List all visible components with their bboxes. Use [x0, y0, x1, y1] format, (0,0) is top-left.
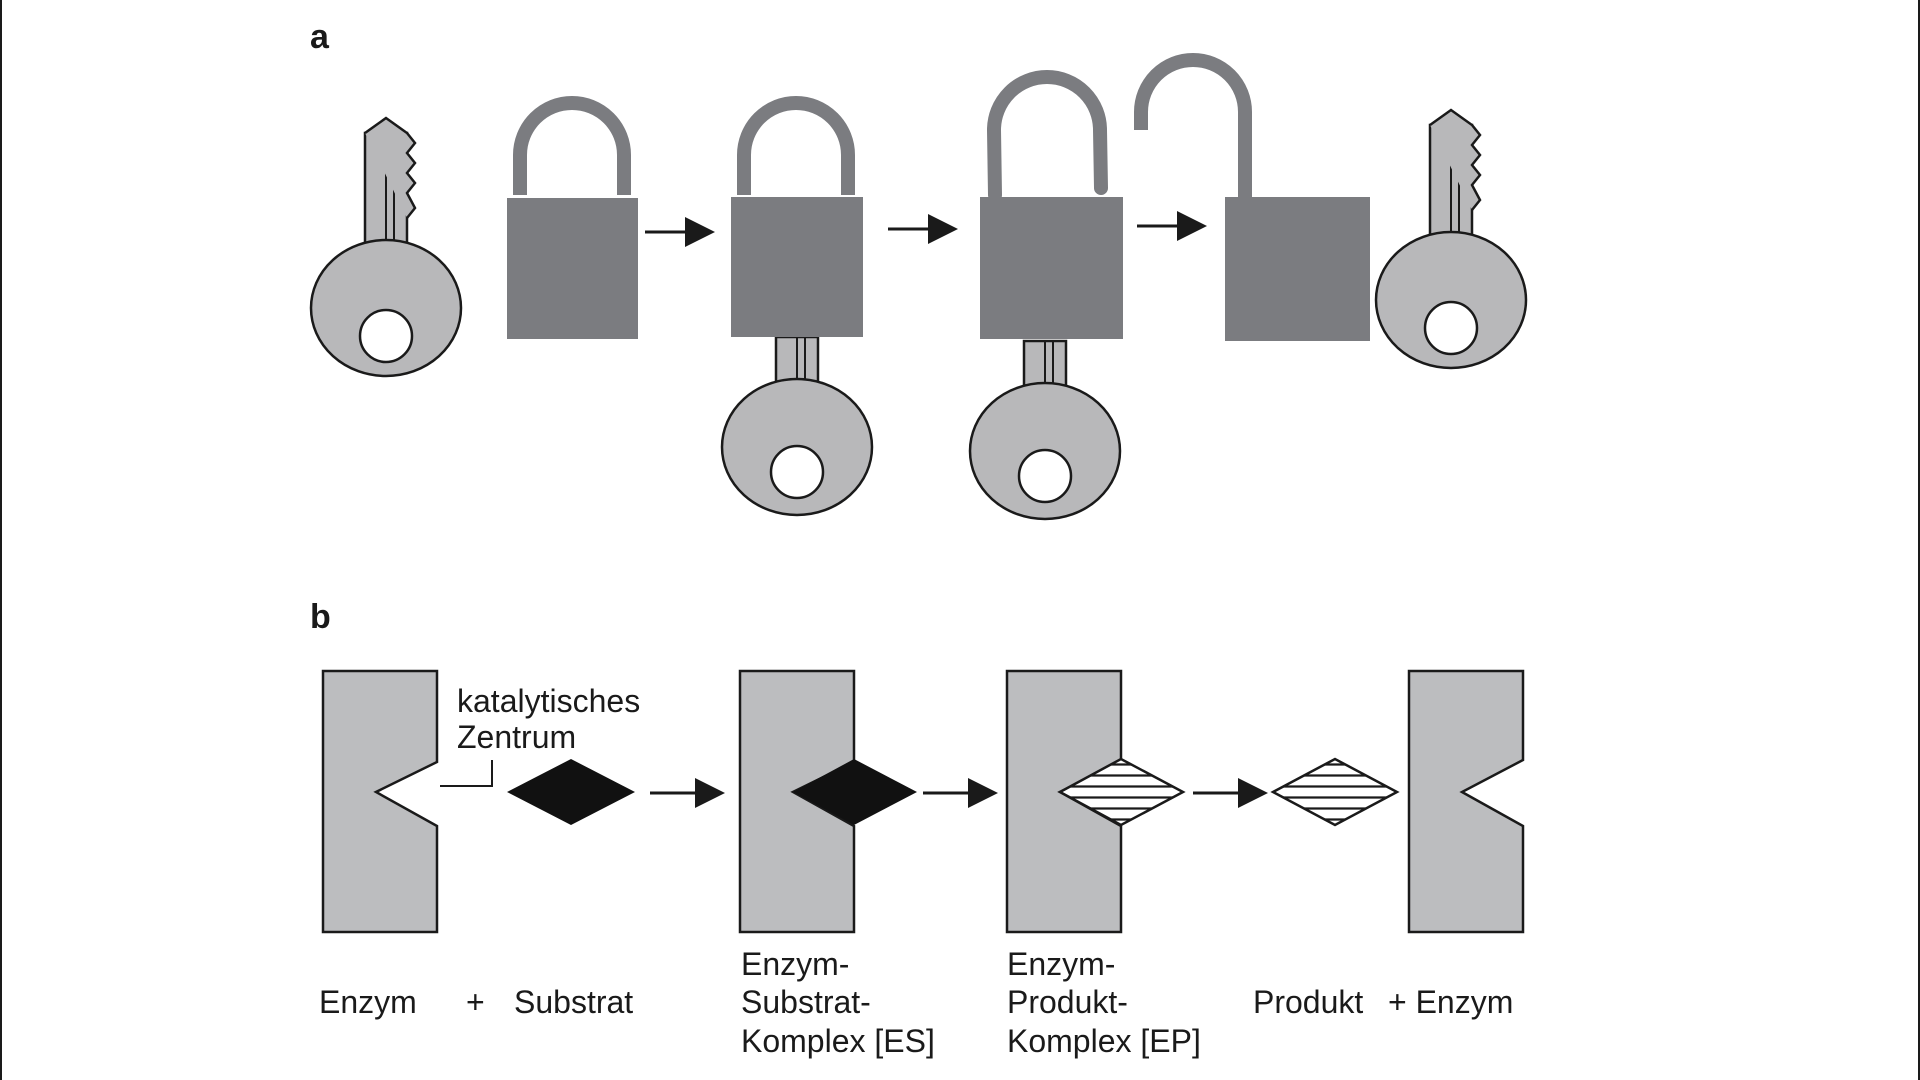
padlock-closed-icon — [507, 96, 638, 339]
right-border — [1918, 0, 1920, 1080]
plus-label: + — [466, 984, 485, 1020]
left-border — [0, 0, 2, 1080]
panel-a-label: a — [310, 18, 330, 56]
catalytic-center-label: Zentrum — [457, 719, 576, 755]
catalytic-center-label: katalytisches — [457, 683, 640, 719]
key-icon-free — [309, 116, 463, 378]
panel-b-label: b — [310, 598, 331, 636]
enzyme-shape — [321, 669, 439, 934]
substrate-label: Substrat — [514, 984, 633, 1020]
product-shape — [1270, 757, 1400, 827]
substrate-shape — [507, 759, 635, 825]
enzyme-shape-regenerated — [1407, 669, 1525, 934]
padlock-open-icon — [1134, 53, 1370, 341]
es-complex-label: Komplex [ES] — [741, 1023, 935, 1059]
padlock-key-inserted-icon — [720, 96, 874, 517]
ep-complex-label: Produkt- — [1007, 984, 1128, 1020]
ep-complex-label: Komplex [EP] — [1007, 1023, 1201, 1059]
ep-complex-label: Enzym- — [1007, 946, 1115, 982]
es-complex-label: Substrat- — [741, 984, 871, 1020]
product-label: Produkt — [1253, 984, 1363, 1020]
es-complex-label: Enzym- — [741, 946, 849, 982]
plus-enzyme-label: + Enzym — [1388, 984, 1513, 1020]
enzyme-substrate-complex — [738, 669, 917, 934]
key-icon-released — [1374, 108, 1528, 370]
enzyme-product-complex — [1005, 669, 1186, 934]
enzyme-label: Enzym — [319, 984, 417, 1020]
callout-line — [440, 760, 493, 787]
padlock-unlocking-icon — [968, 70, 1123, 521]
